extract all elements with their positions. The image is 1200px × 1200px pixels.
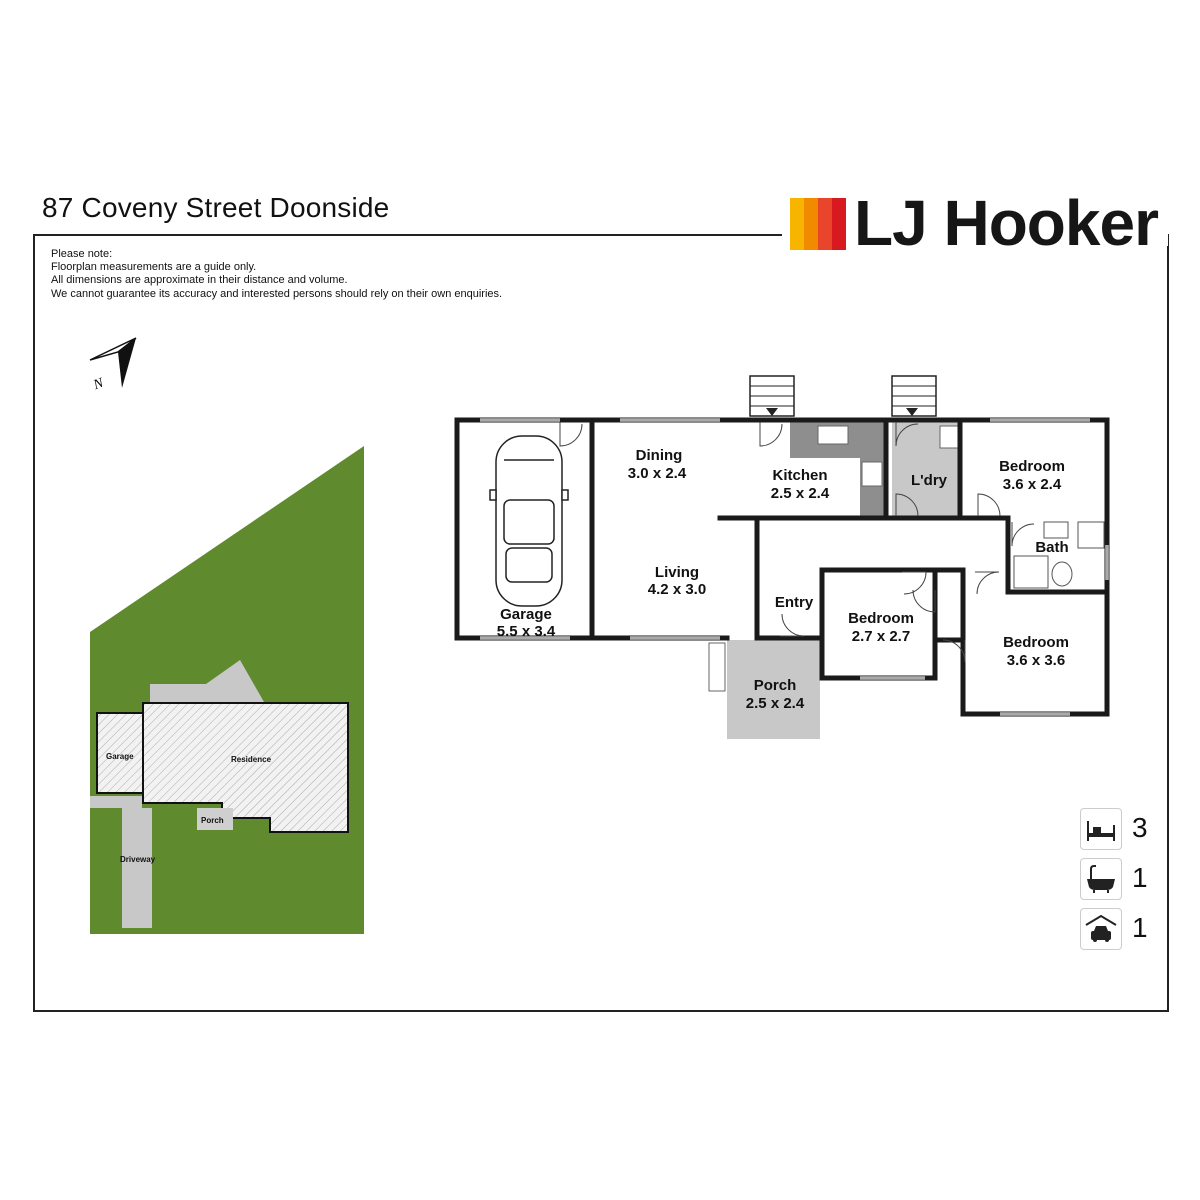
site-residence bbox=[142, 702, 349, 833]
logo-bar bbox=[804, 198, 818, 250]
site-label-driveway: Driveway bbox=[120, 855, 156, 864]
shower-icon bbox=[1077, 521, 1105, 549]
rear-steps-kitchen bbox=[749, 375, 795, 417]
site-plan: Garage Residence Porch Driveway bbox=[90, 446, 364, 934]
bedroom-count: 3 bbox=[1132, 812, 1148, 843]
doors bbox=[559, 422, 1035, 663]
bathroom-count: 1 bbox=[1132, 862, 1148, 893]
room-label-living: Living bbox=[655, 564, 699, 581]
site-garage bbox=[96, 712, 144, 794]
car-garage-icon bbox=[1080, 908, 1122, 950]
room-label-laundry: L'dry bbox=[911, 472, 948, 489]
cooktop-icon bbox=[861, 461, 883, 487]
bath-fixtures bbox=[1013, 521, 1105, 589]
room-dims-kitchen: 2.5 x 2.4 bbox=[771, 485, 830, 502]
bed-icon bbox=[1080, 808, 1122, 850]
feature-bathrooms: 1 bbox=[1080, 856, 1160, 906]
north-arrow-icon: N bbox=[89, 337, 137, 394]
property-features: 3 1 1 bbox=[1080, 806, 1160, 956]
room-label-kitchen: Kitchen bbox=[772, 467, 827, 484]
feature-bedrooms: 3 bbox=[1080, 806, 1160, 856]
bath-icon bbox=[1080, 858, 1122, 900]
note-line: Floorplan measurements are a guide only. bbox=[51, 261, 257, 274]
room-dims-bedroom-2: 2.7 x 2.7 bbox=[852, 628, 910, 645]
window-lines bbox=[480, 419, 1108, 715]
feature-garage: 1 bbox=[1080, 906, 1160, 956]
brand-logo: LJ Hooker bbox=[788, 187, 1159, 270]
rear-paving bbox=[150, 660, 264, 702]
site-label-residence: Residence bbox=[231, 755, 272, 764]
room-dims-bedroom-1: 3.6 x 3.6 bbox=[1007, 652, 1065, 669]
bathtub-icon bbox=[1013, 555, 1049, 589]
property-title: 87 Coveny Street Doonside bbox=[42, 192, 390, 223]
garage-count: 1 bbox=[1132, 912, 1148, 943]
room-label-porch: Porch bbox=[754, 677, 797, 694]
floor-plan: Dining 3.0 x 2.4 Kitchen 2.5 x 2.4 L'dry… bbox=[454, 375, 1110, 739]
porch-bench bbox=[708, 642, 726, 692]
site-label-garage: Garage bbox=[106, 752, 134, 761]
room-label-garage: Garage bbox=[500, 606, 552, 623]
logo-bar bbox=[790, 198, 804, 250]
logo-bar bbox=[832, 198, 846, 250]
room-dims-porch: 2.5 x 2.4 bbox=[746, 695, 805, 712]
note-line: Please note: bbox=[51, 248, 113, 260]
logo-bar bbox=[818, 198, 832, 250]
frame-gap bbox=[782, 226, 1168, 246]
sink-icon bbox=[817, 425, 849, 445]
brand-name: LJ Hooker bbox=[854, 187, 1159, 259]
disclaimer-notes: Please note: Floorplan measurements are … bbox=[51, 248, 502, 301]
room-label-bath: Bath bbox=[1035, 539, 1068, 556]
toilet-icon bbox=[1051, 561, 1073, 587]
porch-area bbox=[727, 640, 820, 739]
rear-steps-laundry bbox=[891, 375, 937, 417]
room-label-dining: Dining bbox=[636, 447, 683, 464]
driveway-paving bbox=[90, 796, 152, 928]
room-label-entry: Entry bbox=[775, 594, 814, 611]
room-dims-dining: 3.0 x 2.4 bbox=[628, 465, 687, 482]
car-icon bbox=[489, 435, 569, 607]
plan-frame bbox=[33, 234, 1169, 1012]
site-porch bbox=[197, 808, 233, 830]
laundry-tub-icon bbox=[939, 425, 959, 449]
compass-label: N bbox=[91, 376, 106, 394]
vanity-icon bbox=[1043, 521, 1069, 539]
room-dims-garage: 5.5 x 3.4 bbox=[497, 623, 556, 640]
note-line: We cannot guarantee its accuracy and int… bbox=[51, 287, 503, 300]
room-dims-bedroom-3: 3.6 x 2.4 bbox=[1003, 476, 1062, 493]
room-label-bedroom-1: Bedroom bbox=[1003, 634, 1069, 651]
site-label-porch: Porch bbox=[201, 816, 224, 825]
room-label-bedroom-2: Bedroom bbox=[848, 610, 914, 627]
room-label-bedroom-3: Bedroom bbox=[999, 458, 1065, 475]
room-dims-living: 4.2 x 3.0 bbox=[648, 581, 706, 598]
note-line: All dimensions are approximate in their … bbox=[51, 274, 348, 287]
